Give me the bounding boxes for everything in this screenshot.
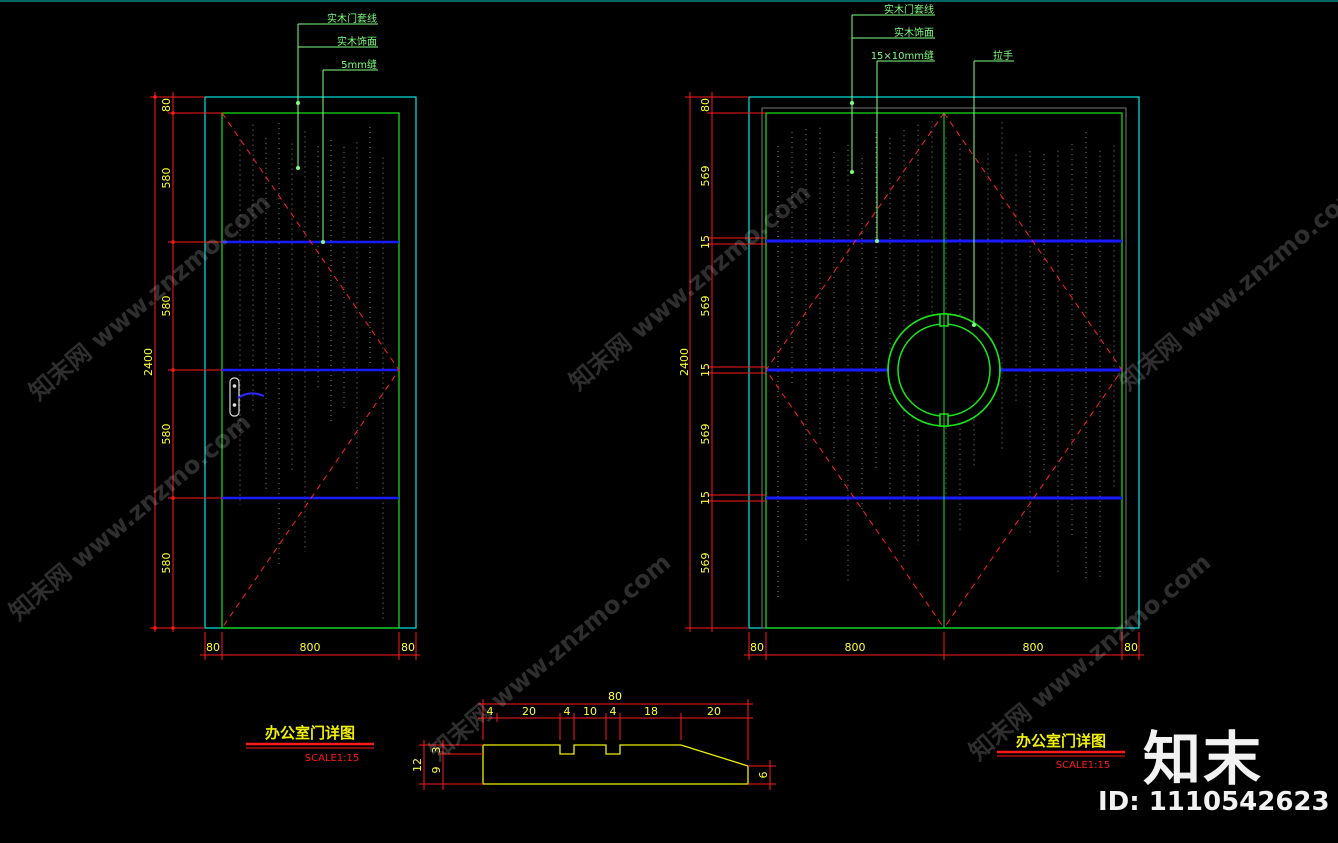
left-dim-ticks [153, 95, 175, 630]
right-vertical-dim-lines [685, 92, 766, 632]
left-door-wood-grain [239, 123, 384, 620]
right-dim-569-4: 569 [699, 553, 712, 574]
section-dim-4c: 4 [610, 705, 617, 718]
right-dim-15-3: 15 [699, 491, 712, 505]
right-dim-569-3: 569 [699, 424, 712, 445]
section-dim-20b: 20 [707, 705, 721, 718]
section-dim-6: 6 [757, 772, 770, 779]
right-dim-b-800b: 800 [1023, 641, 1044, 654]
right-dim-80: 80 [699, 98, 712, 112]
ring-handle [887, 113, 1001, 628]
left-dim-total: 2400 [142, 348, 155, 376]
left-dim-b-80b: 80 [401, 641, 415, 654]
right-drawing-scale: SCALE1:15 [1056, 760, 1111, 771]
left-dim-580-4: 580 [160, 553, 173, 574]
right-drawing-title: 办公室门详图 [1016, 732, 1106, 750]
left-door-handle [229, 377, 265, 417]
right-callout-3: 15×10mm缝 [871, 49, 934, 62]
left-bottom-dim-lines [200, 632, 420, 660]
left-dim-b-800: 800 [300, 641, 321, 654]
left-vertical-dim-lines [150, 92, 222, 632]
section-dim-3: 3 [430, 747, 443, 754]
left-drawing-title: 办公室门详图 [265, 724, 355, 742]
right-dim-b-80b: 80 [1124, 641, 1138, 654]
right-dim-b-800a: 800 [845, 641, 866, 654]
right-swing-left [765, 112, 945, 629]
left-drawing-scale: SCALE1:15 [305, 753, 360, 764]
left-callout-leaders [297, 23, 378, 242]
right-door-elevation: 实木门套线 实木饰面 15×10mm缝 拉手 80 569 15 569 15 … [678, 3, 1144, 771]
right-dim-569-2: 569 [699, 296, 712, 317]
right-swing-right [943, 112, 1123, 629]
section-dim-20a: 20 [522, 705, 536, 718]
left-callout-2: 实木饰面 [337, 35, 377, 48]
moulding-section-profile: 80 4 20 4 10 4 18 20 3 12 9 6 [411, 690, 776, 790]
left-dim-580-2: 580 [160, 296, 173, 317]
section-dim-9: 9 [430, 767, 443, 774]
watermark-id: ID: 1110542623 [1098, 787, 1330, 817]
section-dim-4a: 4 [487, 705, 494, 718]
right-callout-4: 拉手 [993, 49, 1013, 62]
right-dim-b-80a: 80 [750, 641, 764, 654]
left-callout-3: 5mm缝 [341, 58, 377, 71]
left-dim-580-3: 580 [160, 424, 173, 445]
right-dim-15-2: 15 [699, 363, 712, 377]
left-door-swing-line [221, 112, 400, 629]
right-bottom-dim-lines [744, 632, 1144, 660]
section-dim-10: 10 [583, 705, 597, 718]
section-dim-18: 18 [644, 705, 658, 718]
section-dim-12: 12 [411, 758, 424, 772]
right-dim-total: 2400 [678, 348, 691, 376]
left-door-frame [204, 96, 417, 629]
section-dim-total: 80 [608, 690, 622, 703]
right-callout-1: 实木门套线 [884, 3, 934, 16]
right-dim-569-1: 569 [699, 166, 712, 187]
left-dim-580-1: 580 [160, 168, 173, 189]
section-outline [482, 744, 749, 785]
section-dim-4b: 4 [564, 705, 571, 718]
left-dim-b-80a: 80 [206, 641, 220, 654]
left-callout-1: 实木门套线 [327, 12, 377, 25]
left-dim-80: 80 [160, 98, 173, 112]
right-dim-15-1: 15 [699, 235, 712, 249]
right-callout-2: 实木饰面 [894, 26, 934, 39]
watermark-logo: 知末 [1143, 725, 1264, 793]
left-door-elevation: 实木门套线 实木饰面 5mm缝 80 580 580 580 580 2400 [142, 12, 420, 764]
